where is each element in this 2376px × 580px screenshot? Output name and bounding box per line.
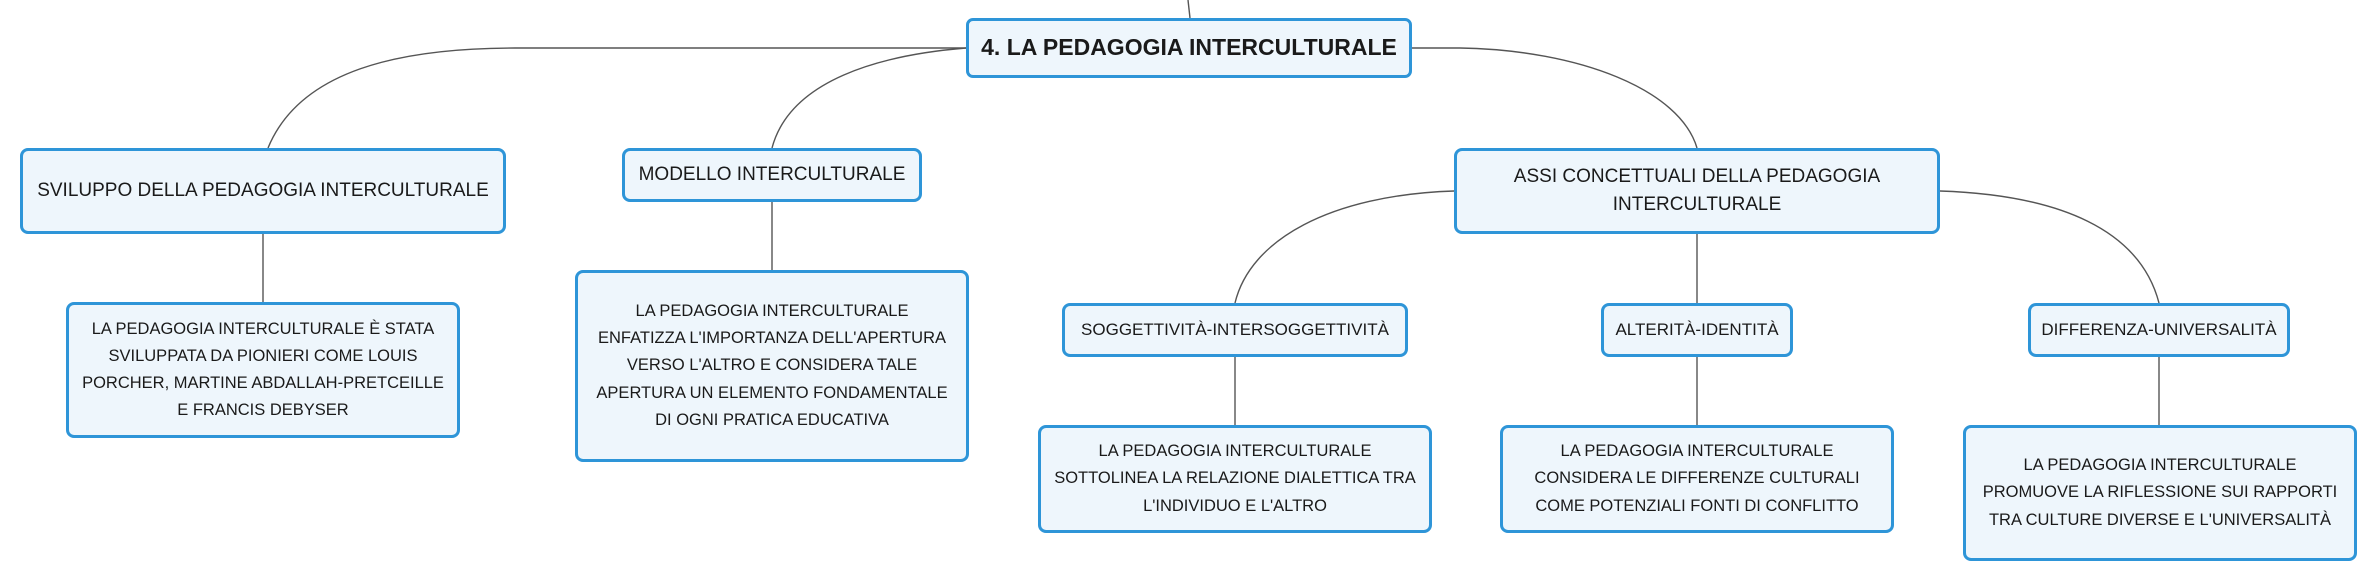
connector-root-parent	[1187, 0, 1191, 19]
detail-alterita-text: LA PEDAGOGIA INTERCULTURALE CONSIDERA LE…	[1534, 442, 1860, 515]
detail-differenza-text: LA PEDAGOGIA INTERCULTURALE PROMUOVE LA …	[1982, 456, 2338, 529]
connector-root-modello	[771, 47, 967, 149]
subtopic-alterita[interactable]: ALTERITÀ-IDENTITÀ	[1601, 303, 1793, 357]
subtopic-soggettivita[interactable]: SOGGETTIVITÀ-INTERSOGGETTIVITÀ	[1062, 303, 1408, 357]
root-topic-label: 4. LA PEDAGOGIA INTERCULTURALE	[981, 34, 1397, 61]
detail-alterita[interactable]: LA PEDAGOGIA INTERCULTURALE CONSIDERA LE…	[1500, 425, 1894, 533]
topic-sviluppo[interactable]: SVILUPPO DELLA PEDAGOGIA INTERCULTURALE	[20, 148, 506, 234]
detail-differenza[interactable]: LA PEDAGOGIA INTERCULTURALE PROMUOVE LA …	[1963, 425, 2357, 561]
subtopic-differenza[interactable]: DIFFERENZA-UNIVERSALITÀ	[2028, 303, 2290, 357]
subtopic-alterita-label: ALTERITÀ-IDENTITÀ	[1615, 319, 1779, 339]
subtopic-soggettivita-label: SOGGETTIVITÀ-INTERSOGGETTIVITÀ	[1081, 319, 1389, 339]
topic-sviluppo-label: SVILUPPO DELLA PEDAGOGIA INTERCULTURALE	[37, 180, 489, 202]
subtopic-modello-detail[interactable]: LA PEDAGOGIA INTERCULTURALE ENFATIZZA L'…	[575, 270, 969, 462]
connector-assi-sogg	[1234, 190, 1455, 304]
detail-soggettivita-text: LA PEDAGOGIA INTERCULTURALE SOTTOLINEA L…	[1054, 442, 1416, 515]
subtopic-sviluppo-detail[interactable]: LA PEDAGOGIA INTERCULTURALE È STATA SVIL…	[66, 302, 460, 438]
connector-root-assi	[1412, 47, 1698, 149]
detail-soggettivita[interactable]: LA PEDAGOGIA INTERCULTURALE SOTTOLINEA L…	[1038, 425, 1432, 533]
subtopic-sviluppo-text: LA PEDAGOGIA INTERCULTURALE È STATA SVIL…	[82, 319, 444, 420]
topic-modello-label: MODELLO INTERCULTURALE	[638, 164, 906, 186]
topic-assi-label: ASSI CONCETTUALI DELLA PEDAGOGIA INTERCU…	[1513, 166, 1881, 215]
root-topic[interactable]: 4. LA PEDAGOGIA INTERCULTURALE	[966, 18, 1412, 78]
topic-modello[interactable]: MODELLO INTERCULTURALE	[622, 148, 922, 202]
topic-assi-concettuali[interactable]: ASSI CONCETTUALI DELLA PEDAGOGIA INTERCU…	[1454, 148, 1940, 234]
subtopic-differenza-label: DIFFERENZA-UNIVERSALITÀ	[2041, 319, 2277, 339]
subtopic-modello-text: LA PEDAGOGIA INTERCULTURALE ENFATIZZA L'…	[596, 301, 948, 429]
connector-root-sviluppo	[267, 47, 966, 149]
connector-assi-diff	[1939, 190, 2160, 304]
